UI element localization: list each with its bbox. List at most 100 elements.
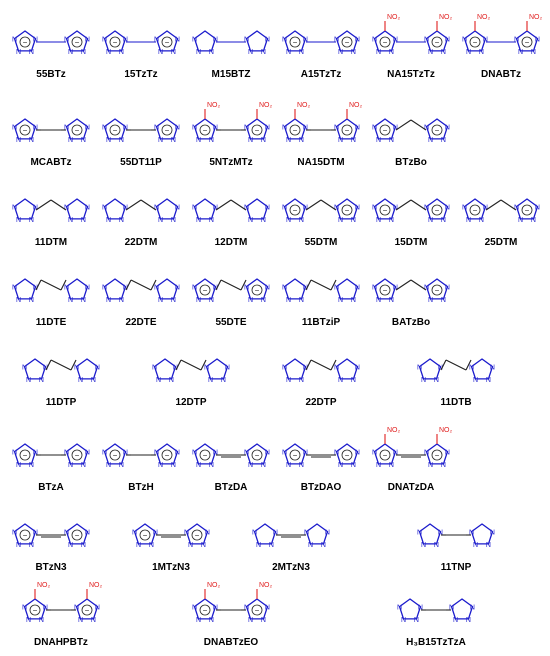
bond-line	[175, 359, 182, 371]
tetrazole-ring	[373, 443, 397, 465]
charge-marker	[431, 449, 443, 461]
nitrogen-atom: N	[334, 450, 339, 457]
bond-line	[60, 279, 67, 291]
tetrazole-ring	[418, 523, 442, 545]
tetrazole-ring	[13, 198, 37, 220]
charge-marker	[431, 36, 443, 48]
nitrogen-atom: N	[136, 542, 141, 549]
bond-line	[500, 199, 517, 211]
compound-label: 55DTE	[215, 317, 247, 328]
nitrogen-atom: N	[338, 217, 343, 224]
nitrogen-atom: N	[29, 217, 34, 224]
nitrogen-atom: N	[490, 530, 495, 537]
minus-sign: −	[203, 606, 208, 615]
nitrogen-atom: N	[149, 542, 154, 549]
bond-line	[305, 199, 322, 211]
nitrogen-atom: N	[417, 530, 422, 537]
tetrazole-ring	[65, 118, 89, 140]
nitrogen-atom: N	[64, 530, 69, 537]
nitrogen-atom: N	[473, 377, 478, 384]
tetrazole-ring	[463, 198, 487, 220]
nitrogen-atom: N	[428, 49, 433, 56]
tetrazole-ring	[305, 523, 329, 545]
charge-marker	[161, 124, 173, 136]
nitrogen-atom: N	[303, 37, 308, 44]
nitrogen-atom: N	[175, 450, 180, 457]
bond-line	[410, 199, 427, 211]
nitrogen-atom: N	[81, 137, 86, 144]
minus-sign: −	[113, 451, 118, 460]
nitrogen-atom: N	[338, 462, 343, 469]
nitrogen-atom: N	[85, 530, 90, 537]
nitro-group: NO₂	[89, 582, 103, 589]
nitrogen-atom: N	[269, 542, 274, 549]
nitrogen-atom: N	[64, 125, 69, 132]
nitrogen-atom: N	[175, 125, 180, 132]
compound-label: 11DTM	[34, 237, 68, 248]
nitrogen-atom: N	[68, 137, 73, 144]
nitrogen-atom: N	[192, 205, 197, 212]
nitrogen-atom: N	[355, 365, 360, 372]
compound-label: M15BTZ	[211, 69, 251, 80]
nitrogen-atom: N	[265, 125, 270, 132]
nitrogen-atom: N	[351, 462, 356, 469]
minus-sign: −	[435, 206, 440, 215]
tetrazole-ring	[245, 30, 269, 52]
nitrogen-atom: N	[158, 297, 163, 304]
nitrogen-atom: N	[445, 285, 450, 292]
tetrazole-ring	[13, 30, 37, 52]
nitrogen-atom: N	[102, 125, 107, 132]
tetrazole-ring	[425, 198, 449, 220]
charge-marker	[19, 529, 31, 541]
nitrogen-atom: N	[401, 617, 406, 624]
charge-marker	[109, 449, 121, 461]
tetrazole-ring	[103, 278, 127, 300]
nitrogen-atom: N	[389, 49, 394, 56]
nitrogen-atom: N	[286, 462, 291, 469]
compound-label: 11BTziP	[301, 317, 341, 328]
charge-marker	[199, 604, 211, 616]
nitrogen-atom: N	[244, 450, 249, 457]
nitrogen-atom: N	[334, 205, 339, 212]
nitrogen-atom: N	[91, 617, 96, 624]
tetrazole-ring	[193, 30, 217, 52]
nitrogen-atom: N	[158, 49, 163, 56]
compound-label: MCABTz	[30, 157, 72, 168]
nitrogen-atom: N	[26, 377, 31, 384]
nitrogen-atom: N	[64, 450, 69, 457]
nitrogen-atom: N	[248, 297, 253, 304]
minus-sign: −	[23, 531, 28, 540]
nitro-group: NO₂	[387, 427, 401, 434]
nitrogen-atom: N	[119, 49, 124, 56]
nitrogen-atom: N	[355, 285, 360, 292]
charge-marker	[139, 529, 151, 541]
tetrazole-ring	[193, 443, 217, 465]
nitrogen-atom: N	[85, 285, 90, 292]
compound-label: NA15TzTz	[387, 69, 435, 80]
bond-line	[395, 279, 412, 291]
tetrazole-ring	[283, 278, 307, 300]
nitrogen-atom: N	[265, 605, 270, 612]
nitrogen-atom: N	[33, 125, 38, 132]
nitrogen-atom: N	[449, 605, 454, 612]
compound-label: DNABTz	[481, 69, 521, 80]
nitrogen-atom: N	[531, 49, 536, 56]
nitrogen-atom: N	[85, 450, 90, 457]
bond-line	[330, 279, 337, 291]
nitrogen-atom: N	[462, 37, 467, 44]
minus-sign: −	[473, 206, 478, 215]
nitrogen-atom: N	[469, 530, 474, 537]
nitrogen-atom: N	[153, 530, 158, 537]
nitrogen-atom: N	[265, 37, 270, 44]
minus-sign: −	[255, 606, 260, 615]
nitrogen-atom: N	[123, 37, 128, 44]
nitrogen-atom: N	[479, 217, 484, 224]
